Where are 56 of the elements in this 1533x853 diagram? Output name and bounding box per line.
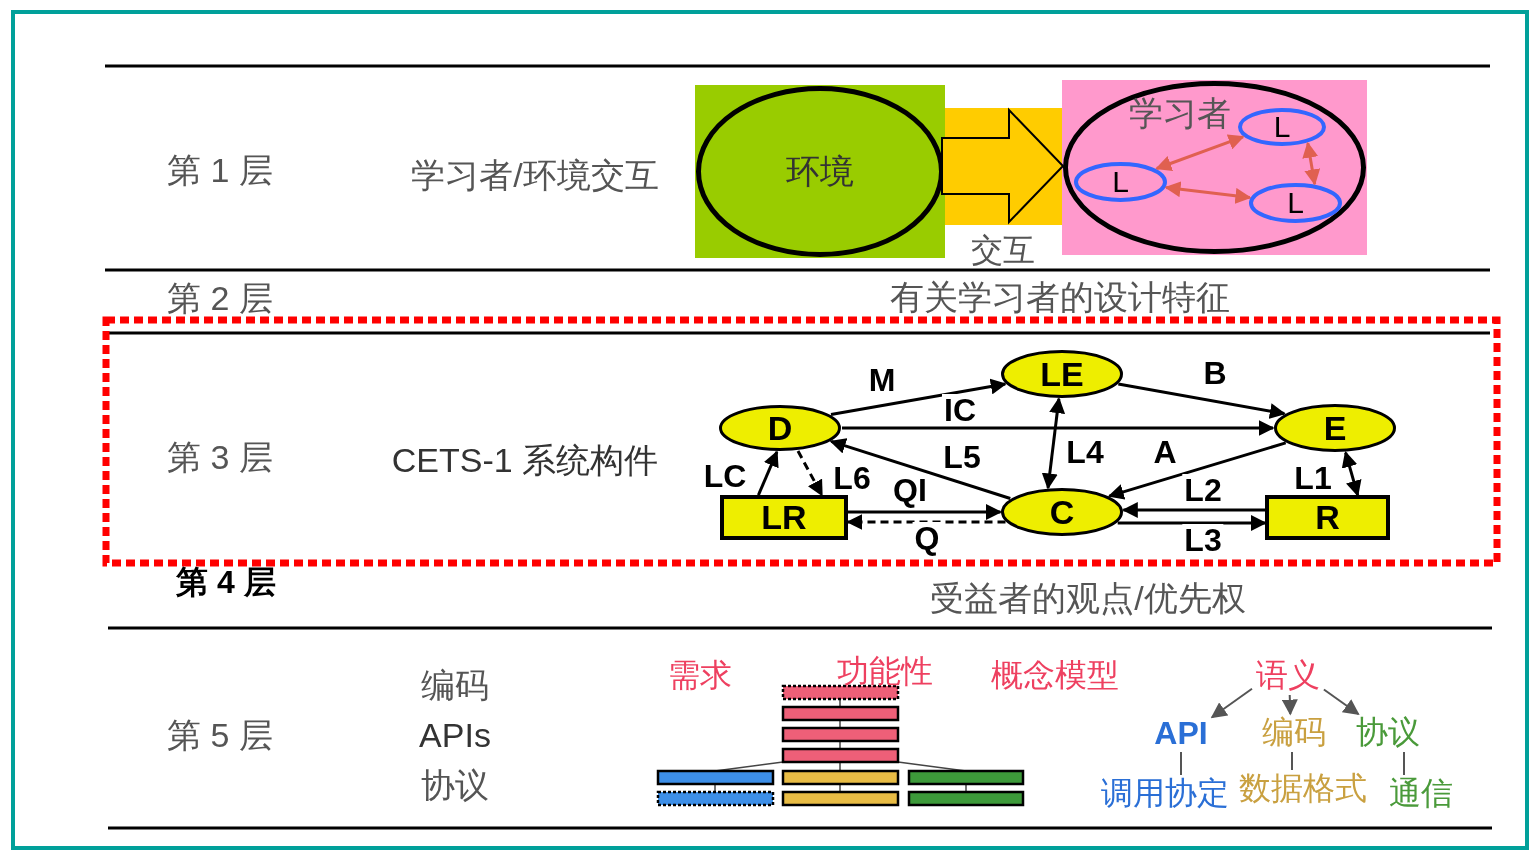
arrow xyxy=(1107,441,1287,500)
layer-text: 编码 xyxy=(421,668,489,702)
arrow xyxy=(847,504,1002,520)
arrow xyxy=(1155,134,1245,172)
term-label: 通信 xyxy=(1386,775,1456,813)
arrow xyxy=(757,450,779,496)
learner-node: L xyxy=(1248,182,1343,224)
arrow xyxy=(1210,687,1253,719)
arrow xyxy=(1041,397,1066,490)
component-ellipse: D xyxy=(718,404,842,452)
arrow xyxy=(829,438,1011,500)
environment-ellipse: 环境 xyxy=(695,85,945,258)
layer-text: 需求 xyxy=(668,659,732,691)
layer-text: 第 5 层 xyxy=(167,718,273,752)
block-arrow xyxy=(941,107,1065,225)
arrow xyxy=(830,378,1007,417)
learner-node: L xyxy=(1073,161,1168,203)
term-label: 调用协定 xyxy=(1098,775,1232,813)
layer-text: CETS-1 系统构件 xyxy=(391,443,659,477)
layer-text: 第 4 层 xyxy=(176,566,276,598)
arrow xyxy=(842,420,1275,436)
component-box: LR xyxy=(720,495,848,540)
term-label: 语义 xyxy=(1252,657,1324,695)
arrow xyxy=(1117,515,1267,531)
arrow xyxy=(1341,451,1362,497)
term-label: 数据格式 xyxy=(1236,770,1370,808)
layer-text: 受益者的观点/优先权 xyxy=(930,581,1246,615)
learner-node: L xyxy=(1237,107,1327,147)
edge-label: QI xyxy=(891,474,929,506)
layer-text: APIs xyxy=(419,718,491,752)
arrow xyxy=(1164,181,1252,204)
group-heading: 学习者 xyxy=(1129,96,1231,130)
arrow xyxy=(1322,688,1360,715)
arrow xyxy=(1118,382,1286,419)
arrow xyxy=(1302,141,1321,186)
edge-label: 交互 xyxy=(969,234,1037,266)
layer-text: 学习者/环境交互 xyxy=(411,158,659,192)
arrow xyxy=(796,450,824,497)
layer-text: 概念模型 xyxy=(991,659,1119,691)
layer-text: 协议 xyxy=(421,768,489,802)
term-label: API xyxy=(1150,714,1212,752)
component-ellipse: E xyxy=(1273,403,1397,453)
arrow xyxy=(1121,502,1266,518)
arrow xyxy=(1281,694,1298,716)
layer-text: 第 1 层 xyxy=(167,153,273,187)
term-label: 编码 xyxy=(1259,714,1329,752)
layer-text: 有关学习者的设计特征 xyxy=(890,280,1230,314)
learner-ellipse xyxy=(1062,80,1367,255)
component-ellipse: C xyxy=(1000,487,1124,537)
layer-text: 功能性 xyxy=(837,655,933,687)
component-ellipse: LE xyxy=(1000,349,1124,399)
layer-text: 第 2 层 xyxy=(167,281,273,315)
layer-text: 第 3 层 xyxy=(167,440,273,474)
term-label: 协议 xyxy=(1353,714,1423,752)
edge-label: Q xyxy=(912,522,942,554)
component-box: R xyxy=(1265,495,1390,540)
